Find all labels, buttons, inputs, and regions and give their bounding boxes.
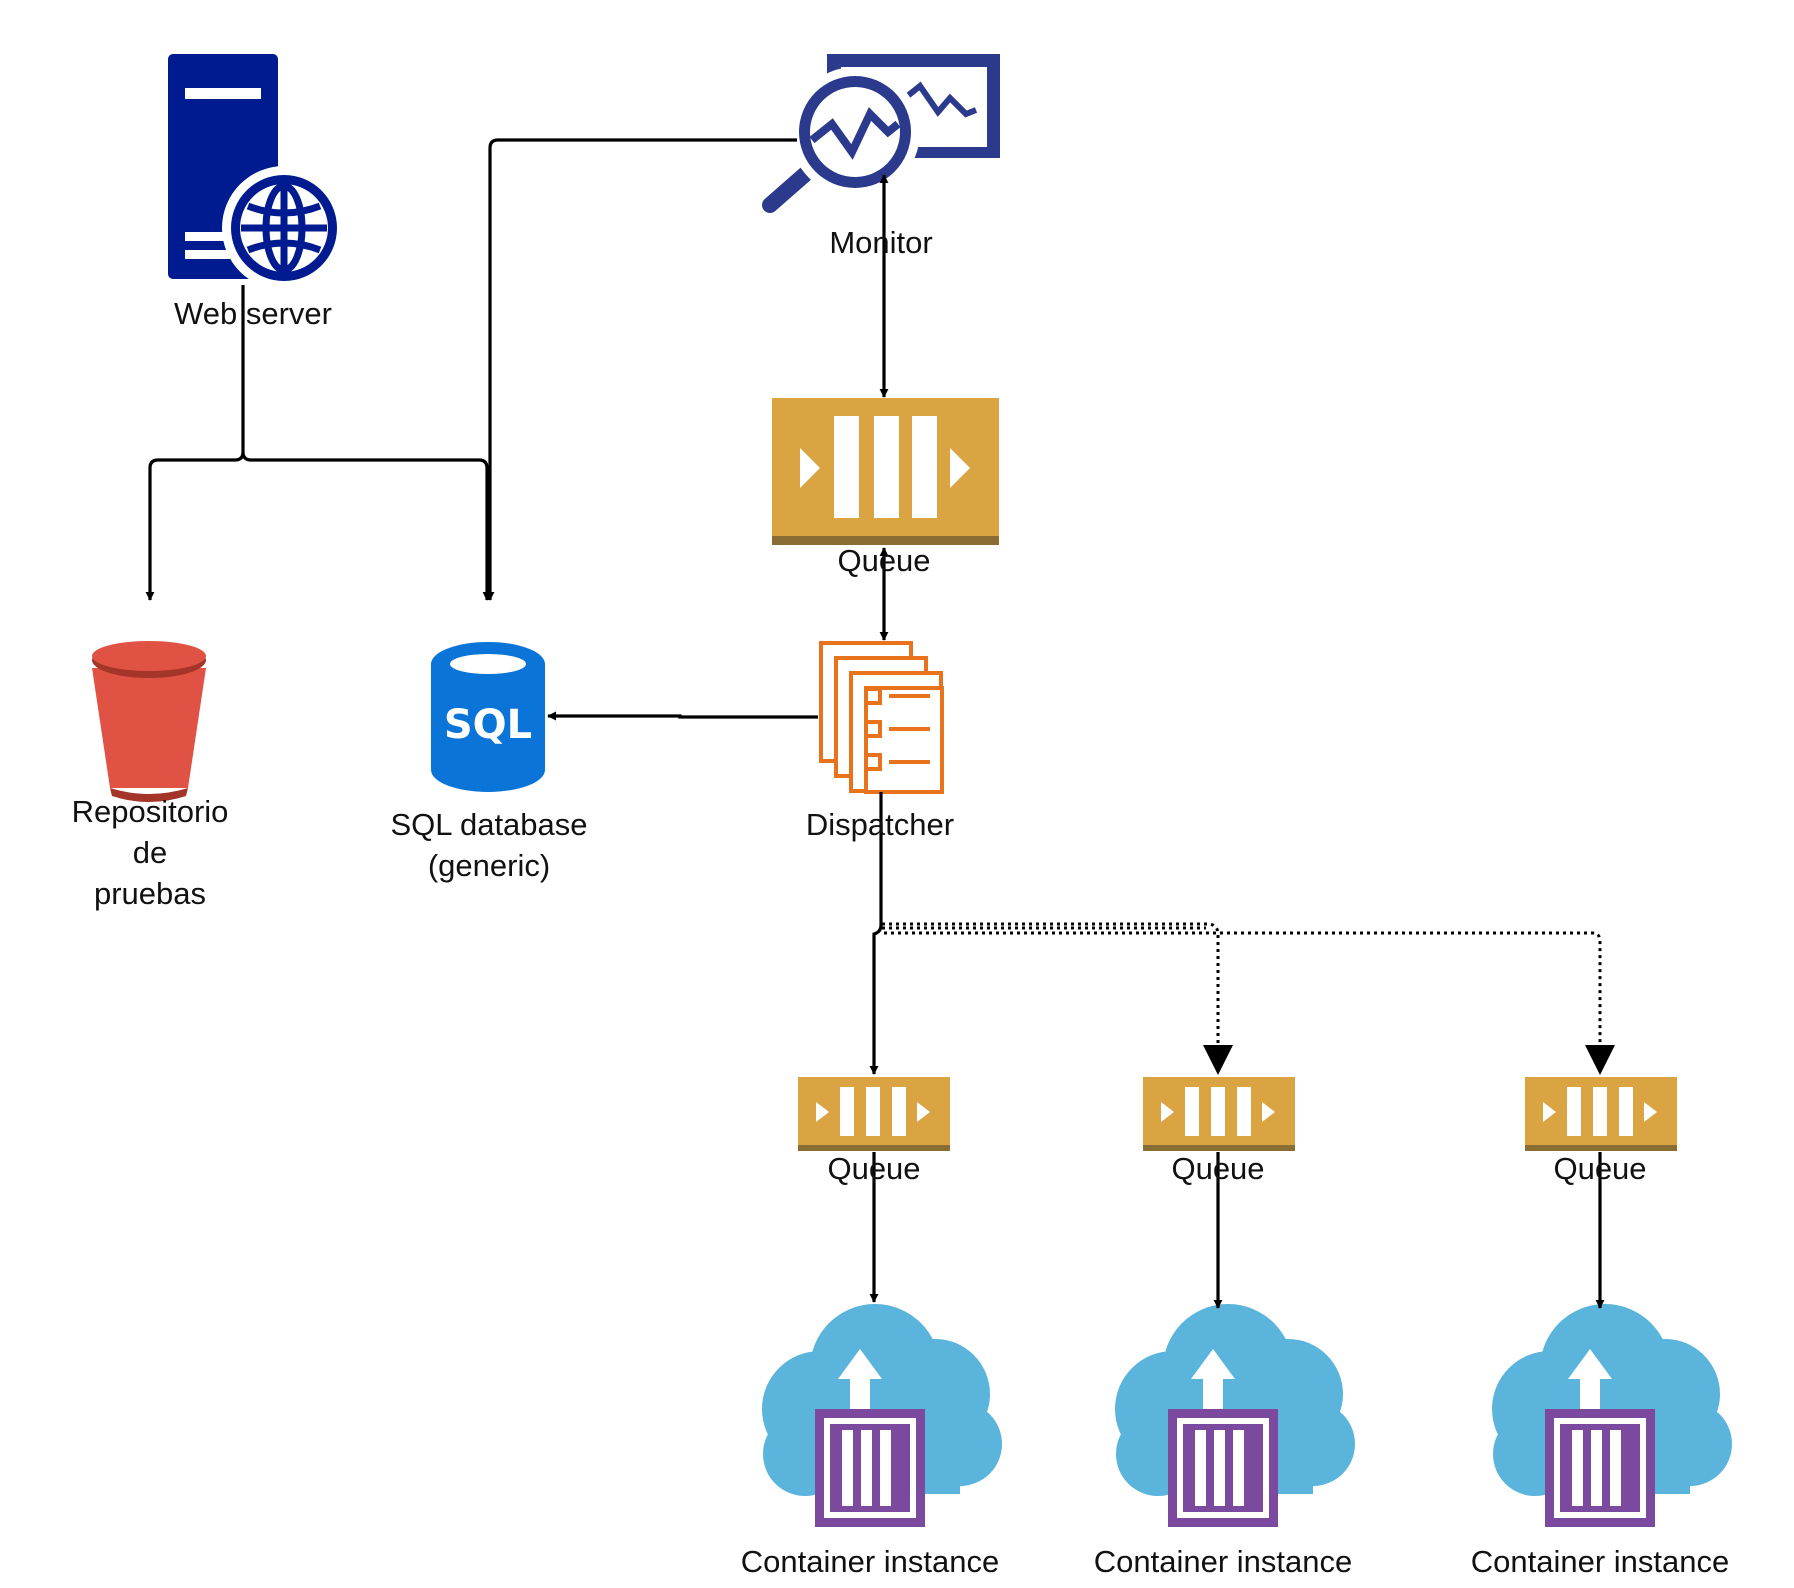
queue-icon (1143, 1077, 1295, 1151)
bucket-icon (92, 641, 206, 802)
queue-icon (1525, 1077, 1677, 1151)
queue-icon (772, 398, 999, 545)
container-instance-label: Container instance (740, 1544, 1000, 1579)
connector-dispatcher-queue2 (882, 922, 1233, 1075)
container-instance-label: Container instance (1093, 1544, 1353, 1579)
connector-dispatcher-queue1 (869, 792, 883, 1075)
connectors (145, 138, 1615, 1309)
monitor-magnifier-icon (762, 54, 1000, 213)
container-instance-label: Container instance (1470, 1544, 1730, 1579)
cloud-container-icon (1492, 1304, 1732, 1527)
cloud-container-icon (762, 1304, 1002, 1527)
connector-dispatcher-sql (547, 711, 818, 721)
connector-dispatcher-queue3 (884, 931, 1615, 1075)
database-cylinder-icon: SQL (431, 642, 545, 792)
dispatcher-list-lines (864, 687, 930, 771)
repository-label-line: de (132, 835, 168, 870)
cloud-container-icon (1115, 1304, 1355, 1527)
queue-label: Queue (827, 1151, 921, 1186)
sql-database-label-line: SQL database (390, 807, 588, 842)
queue-main-label: Queue (837, 543, 931, 578)
connector-webserver-sql (241, 451, 492, 601)
sql-database-label-line: (generic) (427, 848, 551, 883)
sql-database-label: SQL database (generic) (390, 804, 587, 886)
connector-monitor-sql (485, 138, 797, 601)
sql-icon-text: SQL (444, 702, 532, 748)
queue-icon (798, 1077, 950, 1151)
repository-label: Repositorio de pruebas (72, 791, 229, 914)
repository-label-line: Repositorio (71, 794, 229, 829)
monitor-label: Monitor (829, 225, 933, 260)
queue-label: Queue (1553, 1151, 1647, 1186)
web-server-label: Web server (174, 296, 332, 331)
server-globe-icon (168, 54, 346, 290)
queue-label: Queue (1171, 1151, 1265, 1186)
repository-label-line: pruebas (93, 876, 207, 911)
dispatcher-label: Dispatcher (805, 807, 955, 842)
